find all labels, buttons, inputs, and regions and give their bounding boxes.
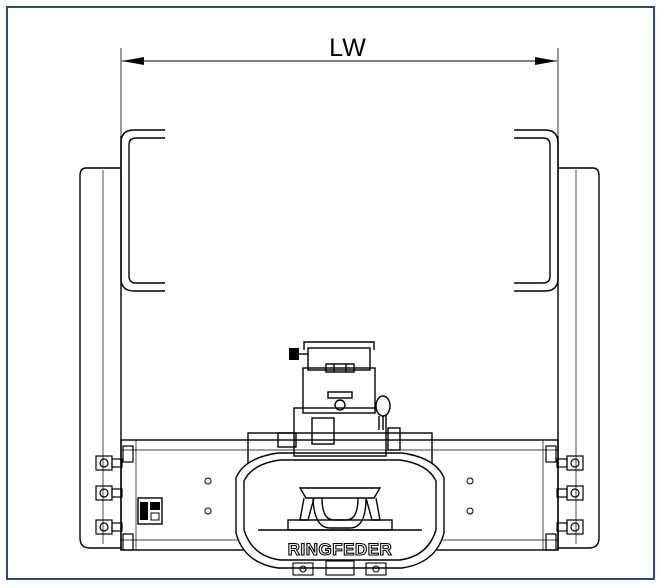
dimension-lw xyxy=(120,48,559,148)
right-bracket xyxy=(514,129,559,292)
right-side-plate xyxy=(558,167,600,549)
left-bracket xyxy=(120,129,165,292)
bolts-right xyxy=(545,445,584,551)
coupling-mechanism xyxy=(277,341,401,457)
left-side-plate xyxy=(79,167,121,549)
drawing-frame: RINGFEDER LW xyxy=(6,6,655,580)
dimension-label: LW xyxy=(329,34,367,62)
bottom-bolts xyxy=(292,560,387,576)
lever-handle xyxy=(375,395,391,430)
coupling-housing xyxy=(235,432,445,569)
small-valve xyxy=(289,348,308,360)
technical-drawing: RINGFEDER xyxy=(79,48,600,576)
bolts-left xyxy=(95,445,134,551)
coupling-jaw xyxy=(258,487,422,531)
label-plate-icon xyxy=(137,497,163,525)
beam-holes xyxy=(204,477,474,515)
brand-text: RINGFEDER xyxy=(288,540,393,559)
